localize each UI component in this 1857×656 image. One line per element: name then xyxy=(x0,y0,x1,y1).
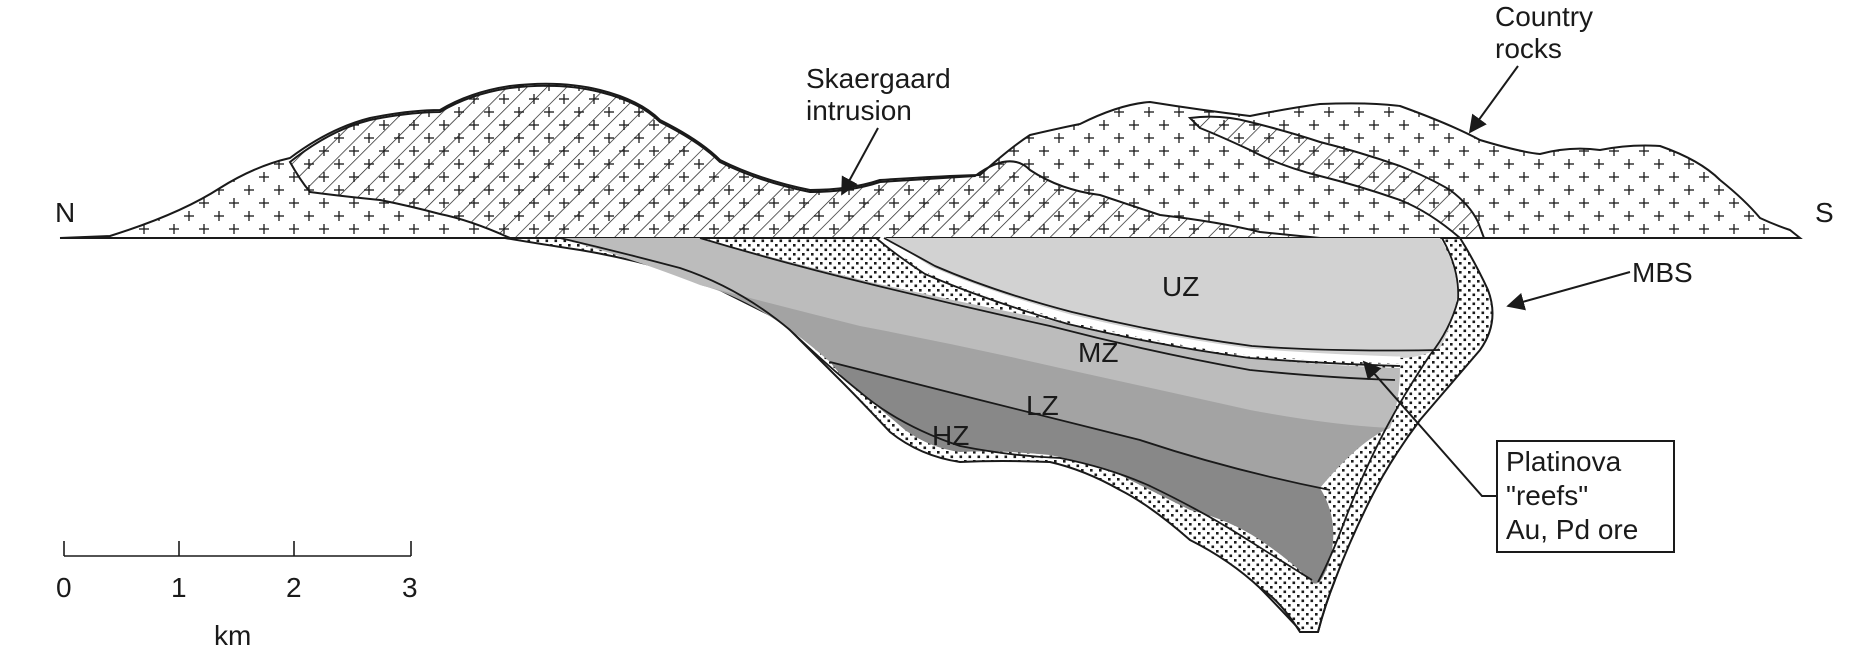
box-line1: Platinova xyxy=(1506,446,1622,477)
scale-unit: km xyxy=(214,620,251,651)
mbs-label: MBS xyxy=(1632,257,1693,288)
lz-hz-boundary xyxy=(829,361,1331,491)
uz-base-line xyxy=(883,237,1441,352)
feeder-east xyxy=(1317,579,1336,633)
south-label: S xyxy=(1815,197,1834,228)
zone-mz-area xyxy=(560,238,1400,428)
scale-bar: 0 1 2 3 km xyxy=(56,541,418,651)
eastern-inner-contact xyxy=(1317,237,1460,583)
intrusion-hatched-area xyxy=(288,84,1321,239)
platinova-box xyxy=(1496,440,1675,553)
box-line2: "reefs" xyxy=(1506,480,1588,511)
zone-lz-label: LZ xyxy=(1026,390,1059,421)
zone-hz-area xyxy=(830,362,1334,584)
reef-band xyxy=(878,235,1401,364)
zone-uz-label: UZ xyxy=(1162,271,1199,302)
zone-lz-area xyxy=(700,285,1390,488)
scale-label-2: 2 xyxy=(286,572,302,603)
zone-mz-label: MZ xyxy=(1078,337,1118,368)
inner-contact xyxy=(559,237,1313,581)
platinova-leader xyxy=(1362,360,1497,497)
intrusion-southern-band xyxy=(1187,115,1486,239)
scale-label-3: 3 xyxy=(402,572,418,603)
zone-hz-label: HZ xyxy=(932,420,969,451)
country-label-line1: Country xyxy=(1495,1,1593,32)
feeder-west xyxy=(1259,587,1301,631)
scale-label-0: 0 xyxy=(56,572,72,603)
mz-lz-boundary xyxy=(699,237,1396,381)
country-label-line2: rocks xyxy=(1495,33,1562,64)
mbs-leader xyxy=(1506,271,1631,311)
scale-label-1: 1 xyxy=(171,572,187,603)
intrusion-label-line1: Skaergaard xyxy=(806,63,951,94)
zone-uz-area xyxy=(880,238,1458,358)
layered-series xyxy=(504,235,1494,633)
reef-band-outline xyxy=(875,237,1401,367)
north-label: N xyxy=(55,197,75,228)
country-leader xyxy=(1468,65,1519,134)
box-line3: Au, Pd ore xyxy=(1506,514,1638,545)
intrusion-label-line2: intrusion xyxy=(806,95,912,126)
topography xyxy=(59,82,1803,239)
intrusion-leader xyxy=(841,127,879,196)
